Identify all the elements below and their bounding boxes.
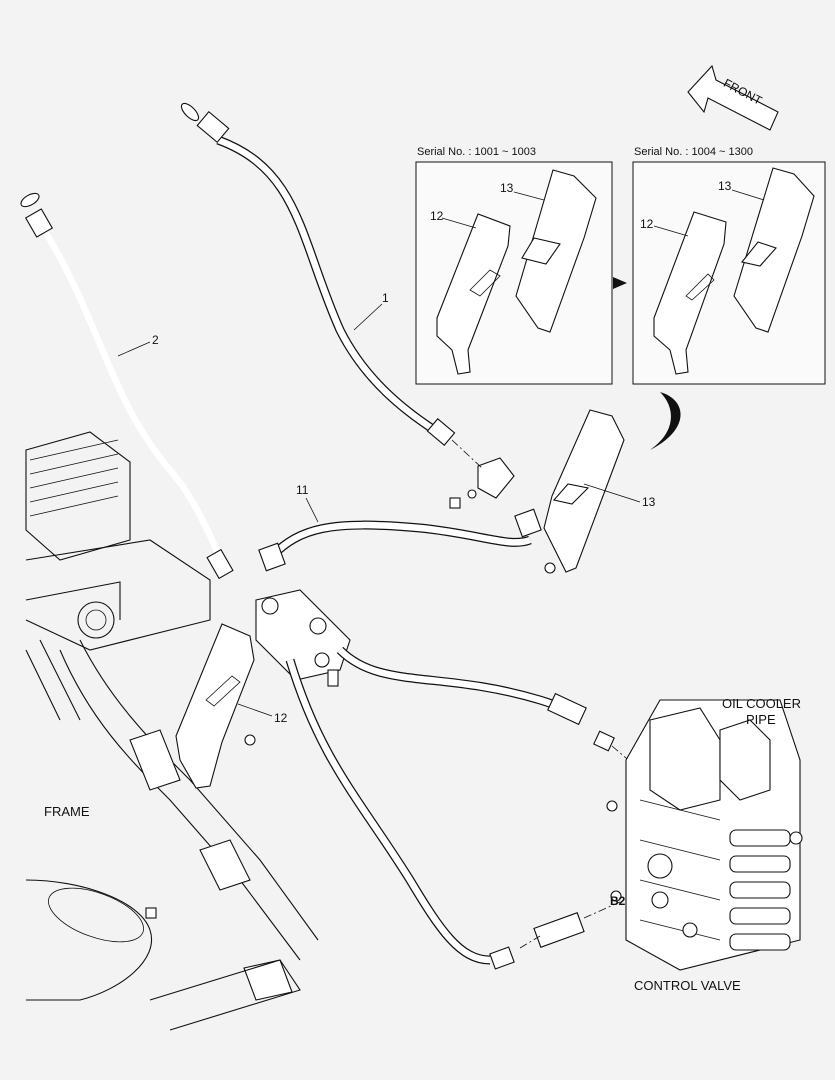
curved-arrow: [650, 392, 681, 450]
callout-12-b: 12: [640, 217, 654, 231]
control-valve-label: CONTROL VALVE: [634, 978, 741, 993]
hose-11: 11: [258, 483, 542, 572]
manifold-block: [255, 589, 351, 687]
callout-1: 1: [382, 291, 389, 305]
front-arrow: FRONT: [687, 64, 779, 131]
control-valve: OIL COOLER PIPE B2 CONTROL VALVE: [606, 696, 803, 993]
hose-to-valve-lower: [285, 658, 621, 970]
serial-b-label: Serial No. : 1004 ~ 1300: [634, 146, 753, 158]
plate-13-main: 13: [543, 409, 656, 574]
inset-box-serial-a: Serial No. : 1001 ~ 1003 12 13: [415, 146, 613, 385]
callout-12-a: 12: [430, 209, 444, 223]
callout-13-a: 13: [500, 181, 514, 195]
callout-13-b: 13: [718, 179, 732, 193]
serial-a-label: Serial No. : 1001 ~ 1003: [417, 146, 536, 158]
hose-to-valve-upper: [336, 646, 641, 771]
callout-11: 11: [296, 483, 309, 497]
inset-box-serial-b: Serial No. : 1004 ~ 1300 12 13: [632, 146, 826, 385]
plate-13-a-shape: [515, 169, 597, 333]
plate-12-b-shape: [653, 211, 727, 375]
callout-2: 2: [152, 333, 159, 347]
hose-1: 1: [180, 102, 456, 446]
oil-cooler-label-line1: OIL COOLER: [722, 696, 801, 711]
tee-fitting: [449, 439, 515, 509]
frame-structure: FRAME: [25, 431, 319, 1031]
plate-12-a-shape: [436, 213, 511, 375]
port-b2-label: B2: [610, 894, 626, 908]
plate-12-main: 12: [175, 623, 288, 789]
callout-13-main: 13: [642, 495, 656, 509]
hose-2: 2: [20, 192, 234, 580]
oil-cooler-label-line2: PIPE: [746, 712, 776, 727]
inset-arrow: [613, 277, 627, 289]
callout-12-main: 12: [274, 711, 288, 725]
frame-label: FRAME: [44, 804, 90, 819]
